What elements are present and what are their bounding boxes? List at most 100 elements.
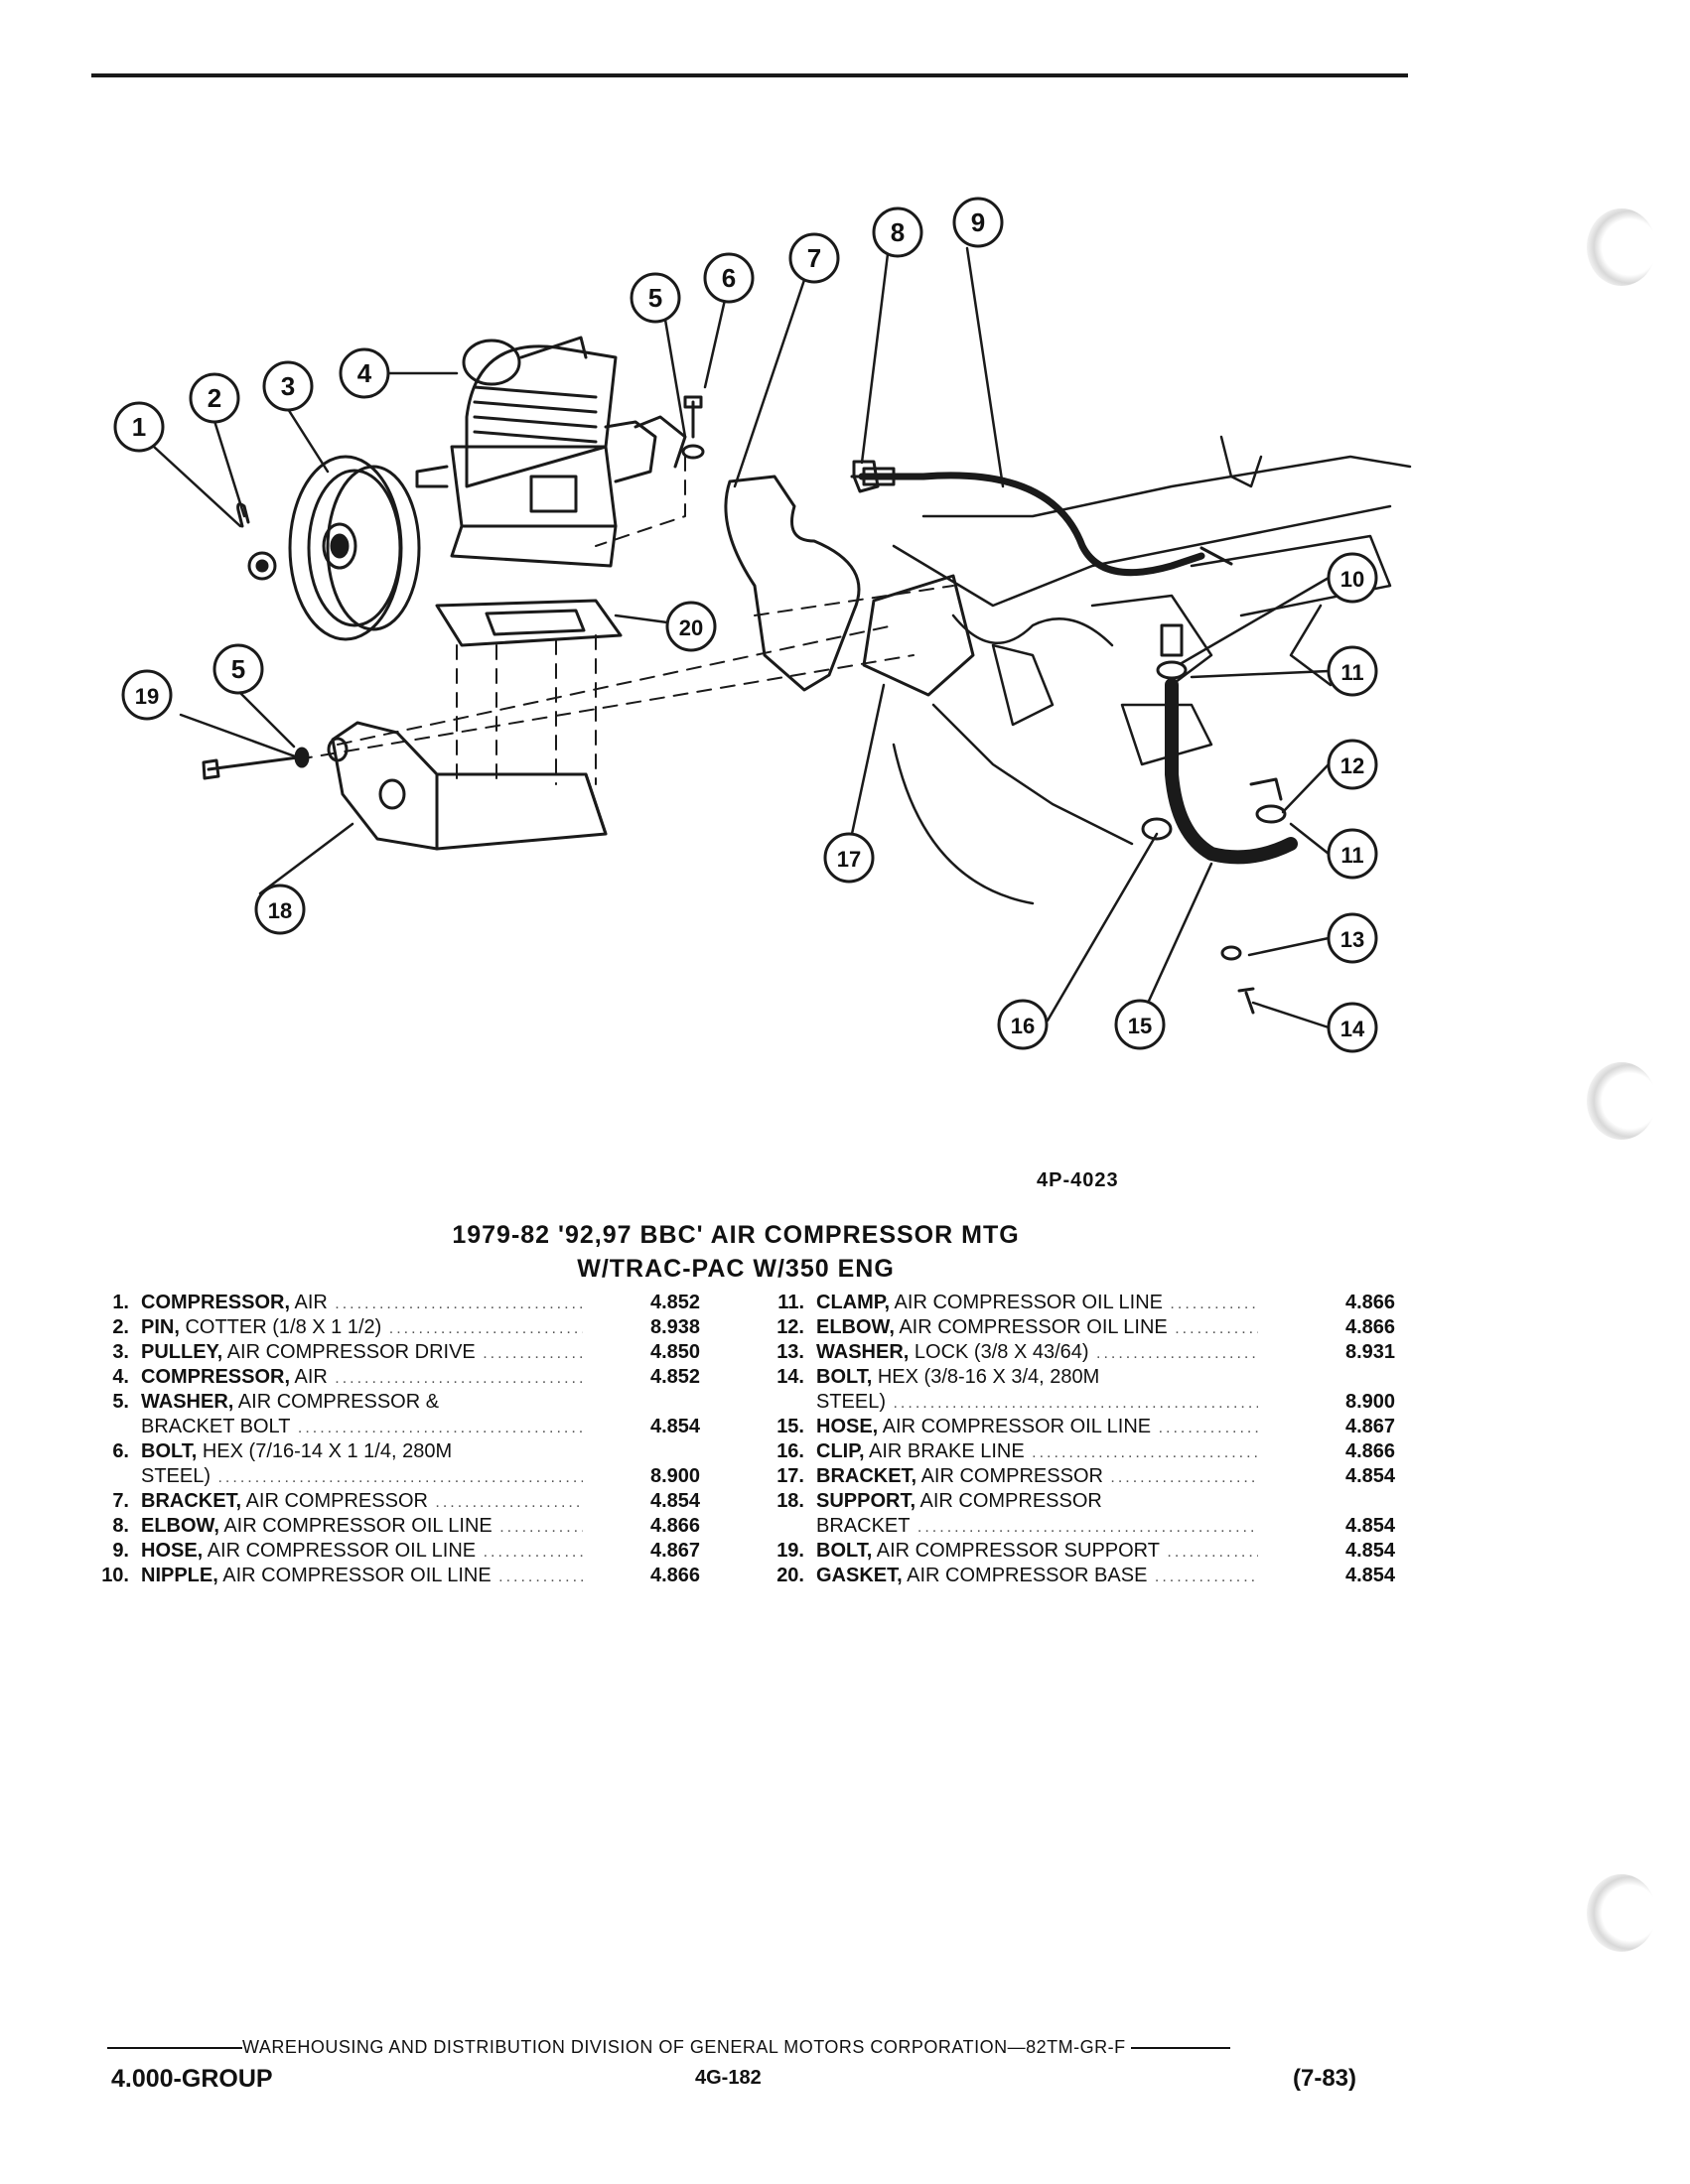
- part-description: COMPRESSOR, AIR ........................…: [141, 1291, 583, 1316]
- callout-5-top: 5: [630, 272, 681, 324]
- callout-6: 6: [703, 252, 755, 304]
- part-detail: AIR COMPRESSOR: [916, 1465, 1103, 1487]
- part-number: 4.: [112, 1366, 129, 1388]
- part-description: HOSE, AIR COMPRESSOR OIL LINE ..........…: [816, 1415, 1258, 1440]
- part-description: CLAMP, AIR COMPRESSOR OIL LINE .........…: [816, 1291, 1258, 1316]
- part-group-code: 4.854: [1345, 1465, 1396, 1487]
- leader-dots: ........................................…: [1110, 1469, 1258, 1486]
- svg-text:6: 6: [722, 263, 736, 293]
- part-group-code: 4.866: [1345, 1316, 1396, 1338]
- part-description: SUPPORT, AIR COMPRESSOR: [816, 1489, 1258, 1514]
- part-group-code: 8.931: [1345, 1341, 1396, 1363]
- svg-text:16: 16: [1011, 1014, 1035, 1038]
- svg-text:3: 3: [281, 371, 295, 401]
- part-description: NIPPLE, AIR COMPRESSOR OIL LINE ........…: [141, 1564, 583, 1589]
- part-name: CLIP,: [816, 1440, 865, 1462]
- svg-text:10: 10: [1340, 567, 1364, 592]
- part-name: BRACKET,: [141, 1490, 242, 1512]
- part-number: 13.: [776, 1341, 804, 1363]
- part-number: 5.: [112, 1391, 129, 1413]
- part-detail: AIR COMPRESSOR: [241, 1490, 428, 1512]
- part-group-code: 4.850: [650, 1341, 701, 1363]
- part-detail: AIR COMPRESSOR &: [233, 1391, 440, 1413]
- part-detail: BRACKET: [816, 1515, 911, 1537]
- svg-text:11: 11: [1340, 843, 1363, 868]
- callout-leaders: [152, 246, 1331, 1029]
- part-description: GASKET, AIR COMPRESSOR BASE ............…: [816, 1564, 1258, 1589]
- part-name: BRACKET,: [816, 1465, 917, 1487]
- part-detail: AIR COMPRESSOR DRIVE: [222, 1341, 476, 1363]
- part-number: 9.: [112, 1540, 129, 1562]
- part-detail: AIR COMPRESSOR BASE: [902, 1565, 1148, 1586]
- part-detail: LOCK (3/8 X 43/64): [909, 1341, 1089, 1363]
- leader-dots: ........................................…: [1170, 1296, 1258, 1312]
- part-name: ELBOW,: [816, 1316, 895, 1338]
- part-group-code: 4.852: [650, 1366, 701, 1388]
- svg-text:18: 18: [268, 898, 292, 923]
- callout-20: 20: [665, 601, 717, 652]
- part-name: COMPRESSOR,: [141, 1292, 291, 1313]
- callout-11-top: 11: [1327, 645, 1378, 697]
- leader-dots: ........................................…: [498, 1569, 583, 1585]
- callout-11-bottom: 11: [1327, 828, 1378, 880]
- part-detail: STEEL): [141, 1465, 211, 1487]
- part-group-code: 4.852: [650, 1292, 701, 1313]
- svg-text:7: 7: [807, 243, 821, 273]
- part-number: 14.: [776, 1366, 804, 1388]
- svg-text:1: 1: [132, 412, 146, 442]
- cotter-pin-drawing: [236, 502, 277, 581]
- part-group-code: 4.866: [1345, 1440, 1396, 1462]
- part-group-code: 4.866: [650, 1515, 701, 1537]
- part-group-code: 4.866: [1345, 1292, 1396, 1313]
- svg-text:8: 8: [891, 217, 905, 247]
- part-name: HOSE,: [816, 1416, 879, 1437]
- leader-dots: ........................................…: [483, 1345, 583, 1362]
- part-name: HOSE,: [141, 1540, 204, 1562]
- callout-7: 7: [788, 232, 840, 284]
- part-name: SUPPORT,: [816, 1490, 916, 1512]
- figure-code: 4P-4023: [1037, 1169, 1119, 1191]
- part-group-code: 4.854: [650, 1490, 701, 1512]
- footer-dash-left: [107, 2047, 242, 2050]
- part-detail: AIR COMPRESSOR OIL LINE: [894, 1316, 1168, 1338]
- part-group-code: 4.866: [650, 1565, 701, 1586]
- part-detail: AIR COMPRESSOR SUPPORT: [872, 1540, 1160, 1562]
- leader-dots: ........................................…: [297, 1420, 583, 1436]
- leader-dots: ........................................…: [435, 1494, 583, 1511]
- callout-8: 8: [872, 206, 923, 258]
- svg-text:19: 19: [135, 684, 159, 709]
- svg-text:20: 20: [679, 615, 703, 640]
- footer-date: (7-83): [1293, 2065, 1357, 2092]
- callout-18: 18: [254, 884, 306, 935]
- top-rule: [91, 73, 1408, 77]
- part-detail: AIR COMPRESSOR OIL LINE: [878, 1416, 1152, 1437]
- part-group-code: 8.900: [1345, 1391, 1396, 1413]
- part-name: WASHER,: [141, 1391, 234, 1413]
- part-description: ELBOW, AIR COMPRESSOR OIL LINE .........…: [141, 1514, 583, 1540]
- callout-12: 12: [1327, 739, 1378, 790]
- part-description: BOLT, AIR COMPRESSOR SUPPORT ...........…: [816, 1539, 1258, 1565]
- part-detail: AIR COMPRESSOR OIL LINE: [203, 1540, 477, 1562]
- support-bracket-drawing: [327, 721, 608, 851]
- callout-14: 14: [1327, 1002, 1378, 1053]
- leader-dots: ........................................…: [1175, 1320, 1258, 1337]
- callout-17: 17: [823, 832, 875, 884]
- leader-dots: ........................................…: [483, 1544, 583, 1561]
- alignment-lines: [297, 456, 954, 785]
- compressor-drawing: [415, 336, 687, 568]
- leader-dots: ........................................…: [1095, 1345, 1258, 1362]
- part-description: PULLEY, AIR COMPRESSOR DRIVE ...........…: [141, 1340, 583, 1366]
- callout-5-bottom: 5: [212, 643, 264, 695]
- part-description: BRACKET, AIR COMPRESSOR ................…: [141, 1489, 583, 1515]
- svg-text:9: 9: [971, 207, 985, 237]
- part-number: 19.: [776, 1540, 804, 1562]
- leader-dots: ........................................…: [893, 1395, 1258, 1412]
- callout-9: 9: [952, 197, 1004, 248]
- part-detail: COTTER (1/8 X 1 1/2): [179, 1316, 382, 1338]
- svg-text:17: 17: [837, 847, 861, 872]
- part-number: 12.: [776, 1316, 804, 1338]
- callout-13: 13: [1327, 912, 1378, 964]
- leader-dots: ........................................…: [1032, 1444, 1258, 1461]
- footer-publisher-text: WAREHOUSING AND DISTRIBUTION DIVISION OF…: [242, 2037, 1126, 2057]
- part-number: 3.: [112, 1341, 129, 1363]
